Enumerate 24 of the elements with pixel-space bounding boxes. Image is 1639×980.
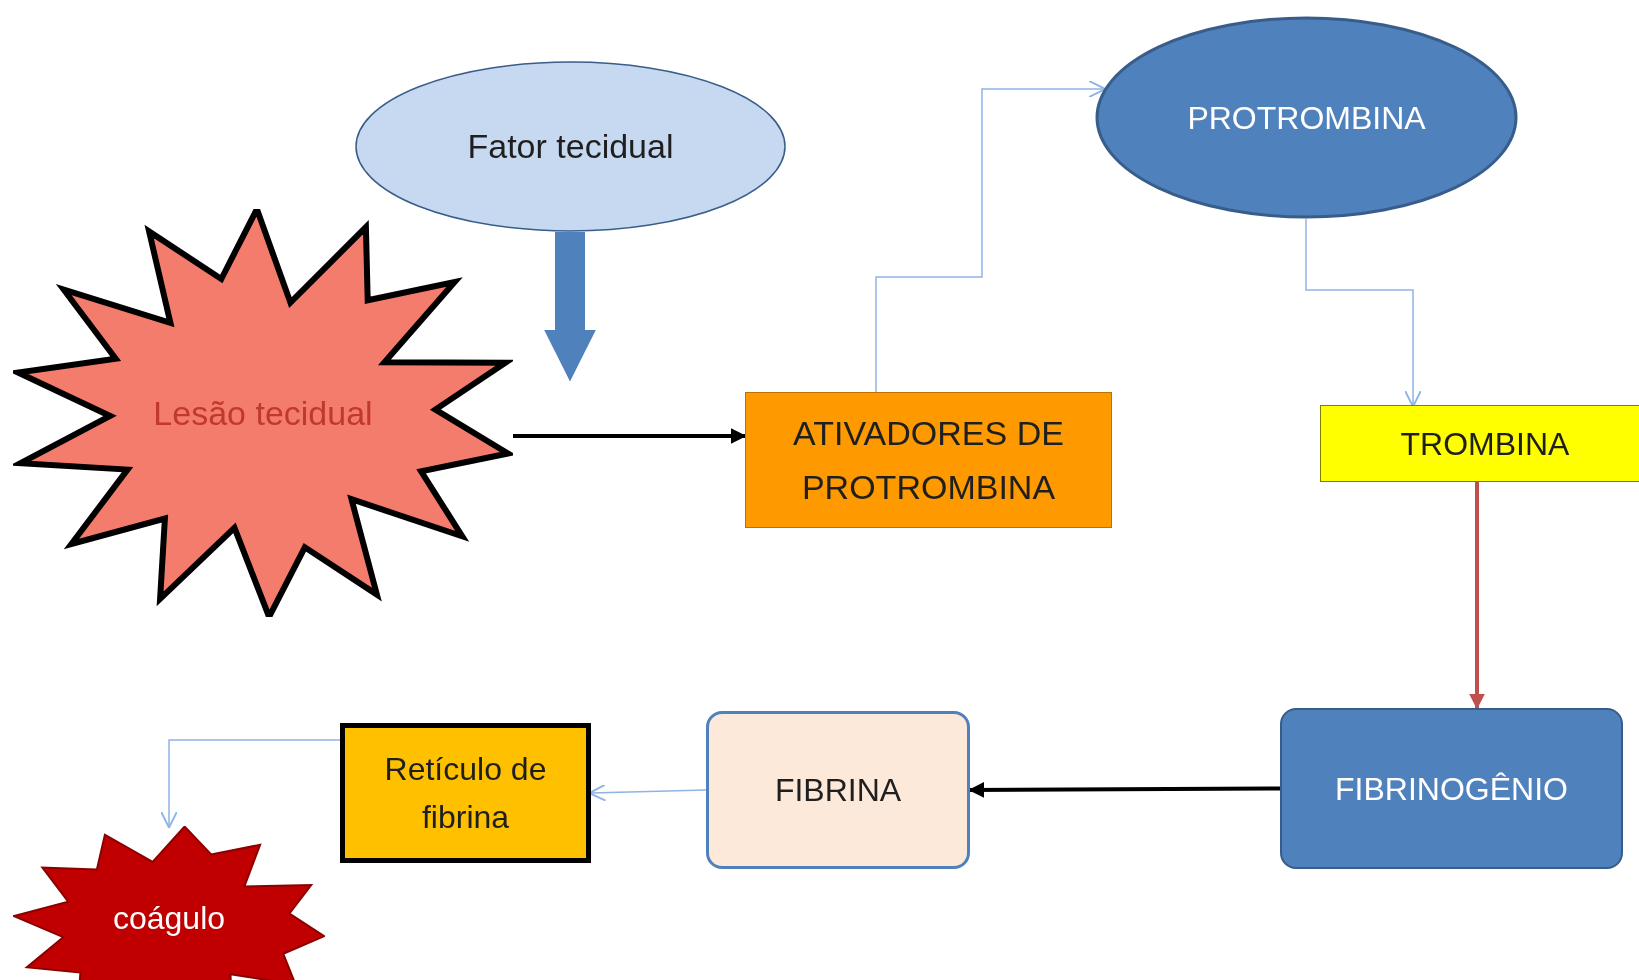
node-label: coágulo bbox=[111, 899, 227, 938]
node-label: TROMBINA bbox=[1399, 424, 1571, 464]
node-label: PROTROMBINA bbox=[1186, 98, 1427, 138]
node-label: FIBRINA bbox=[773, 771, 903, 810]
node-label: Retículo de fibrina bbox=[383, 750, 548, 837]
arrow bbox=[160, 739, 341, 829]
starburst-node bbox=[13, 209, 513, 617]
starburst-node bbox=[13, 826, 325, 980]
process-box bbox=[1320, 405, 1639, 482]
node-label: Lesão tecidual bbox=[152, 392, 374, 434]
node-label: FIBRINOGÊNIO bbox=[1334, 769, 1569, 809]
arrow bbox=[544, 232, 596, 382]
rounded-box bbox=[1280, 708, 1623, 869]
node-label: ATIVADORES DE PROTROMBINA bbox=[792, 412, 1065, 508]
process-box bbox=[340, 723, 591, 863]
rounded-box bbox=[706, 711, 970, 869]
ellipse-node bbox=[1095, 16, 1518, 219]
arrow bbox=[513, 428, 747, 444]
ellipse-node bbox=[355, 61, 786, 232]
node-label: Fator tecidual bbox=[466, 126, 675, 167]
arrow bbox=[875, 80, 1107, 393]
process-box bbox=[745, 392, 1112, 528]
arrow bbox=[1469, 482, 1485, 710]
arrow bbox=[968, 781, 1280, 798]
